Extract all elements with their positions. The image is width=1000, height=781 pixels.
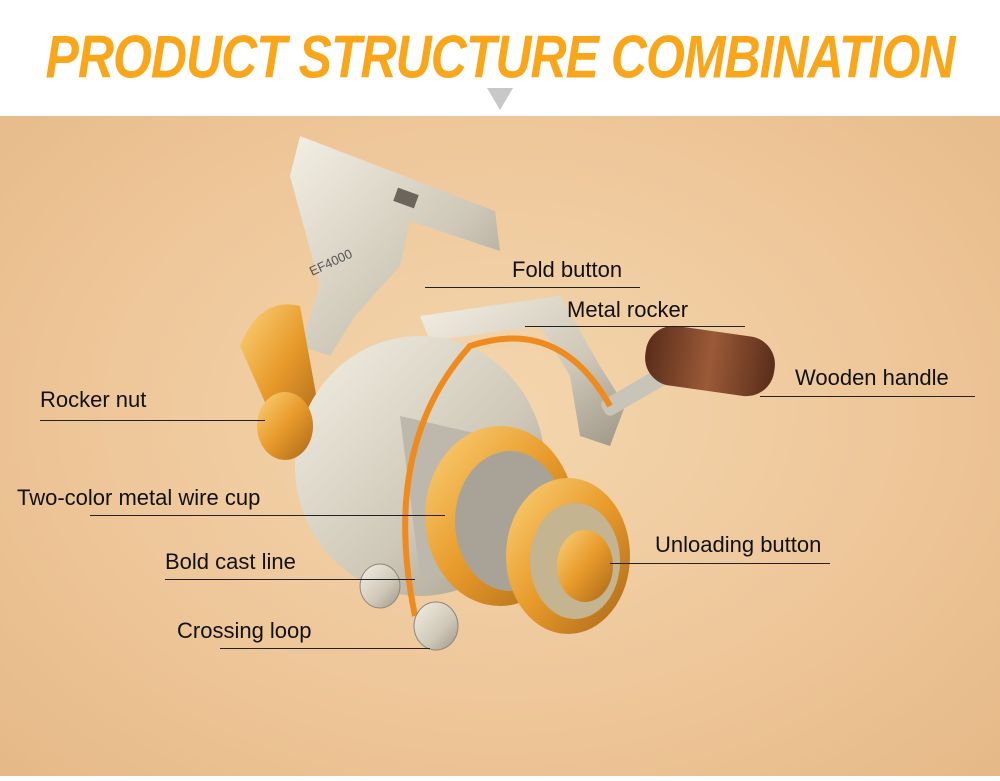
label-metal-rocker: Metal rocker bbox=[567, 297, 689, 322]
label-fold-button: Fold button bbox=[512, 257, 623, 282]
label-rocker-nut: Rocker nut bbox=[40, 387, 147, 412]
label-cast-line: Bold cast line bbox=[165, 549, 296, 574]
product-photo: EF4000 Fold button Metal rocker Wooden h… bbox=[0, 116, 1000, 776]
page-title: PRODUCT STRUCTURE COMBINATION bbox=[45, 23, 956, 91]
rocker-nut bbox=[257, 392, 313, 460]
bail-wire bbox=[402, 335, 613, 617]
leader-line bbox=[525, 326, 745, 327]
leader-line bbox=[760, 396, 975, 397]
leader-line bbox=[40, 420, 265, 421]
label-wire-cup: Two-color metal wire cup bbox=[17, 485, 261, 510]
leader-line bbox=[90, 515, 445, 516]
unloading-button bbox=[557, 530, 613, 602]
label-unloading-button: Unloading button bbox=[655, 532, 822, 557]
leader-line bbox=[220, 648, 430, 649]
leader-line bbox=[165, 579, 415, 580]
crossing-loop bbox=[413, 601, 459, 651]
wooden-handle bbox=[645, 325, 775, 397]
metal-rocker bbox=[420, 296, 625, 446]
down-arrow-icon bbox=[487, 88, 513, 110]
label-crossing-loop: Crossing loop bbox=[177, 618, 312, 643]
reel-foot bbox=[290, 136, 500, 356]
label-wooden-handle: Wooden handle bbox=[795, 365, 949, 390]
header: PRODUCT STRUCTURE COMBINATION bbox=[0, 0, 1000, 116]
bottom-border bbox=[0, 776, 1000, 781]
leader-line bbox=[425, 287, 640, 288]
fishing-reel-illustration: EF4000 bbox=[240, 136, 775, 651]
leader-line bbox=[610, 563, 830, 564]
